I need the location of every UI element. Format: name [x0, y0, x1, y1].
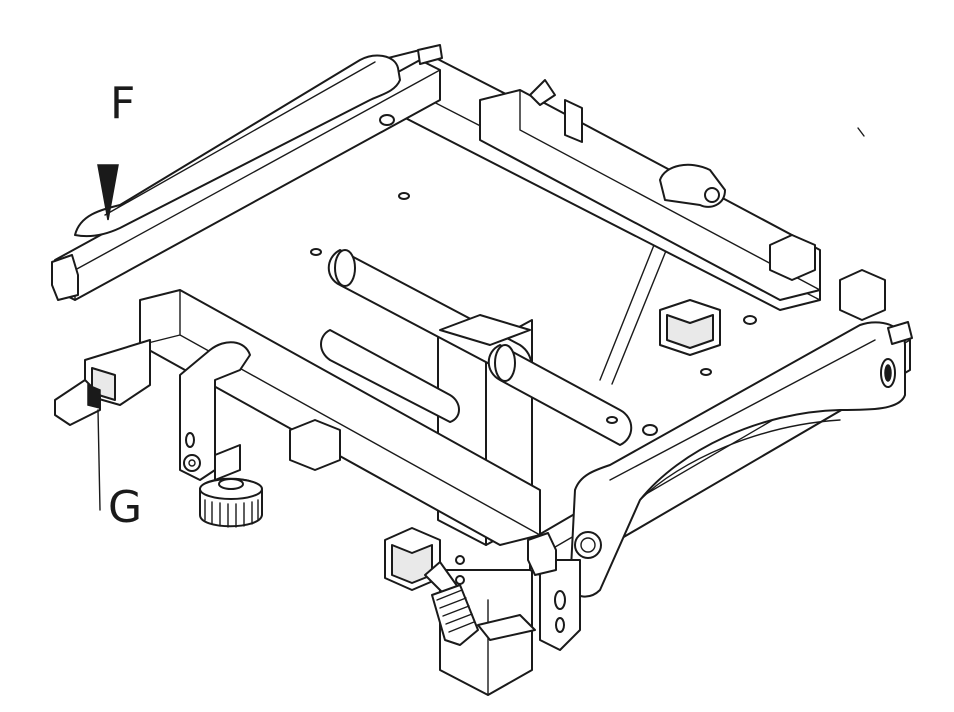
rail-end-caps — [51, 44, 913, 576]
frame-holes — [310, 114, 757, 436]
callout-label-g: G — [108, 482, 143, 533]
diagonal-brace — [599, 229, 673, 385]
bottom-threaded-fastener — [424, 555, 536, 646]
right-side-plate — [539, 559, 581, 651]
right-armrest-bracket — [569, 321, 906, 598]
callout-label-f: F — [110, 78, 136, 129]
interior-rollers — [320, 249, 633, 446]
stray-mark — [857, 127, 865, 137]
left-lower-tube-fastener — [54, 339, 151, 426]
left-bracket-knob — [179, 341, 263, 528]
rear-clamp — [529, 79, 726, 208]
leader-arrow-f — [97, 164, 119, 221]
leader-line-g — [97, 409, 101, 511]
middle-cross-tube — [479, 89, 821, 301]
